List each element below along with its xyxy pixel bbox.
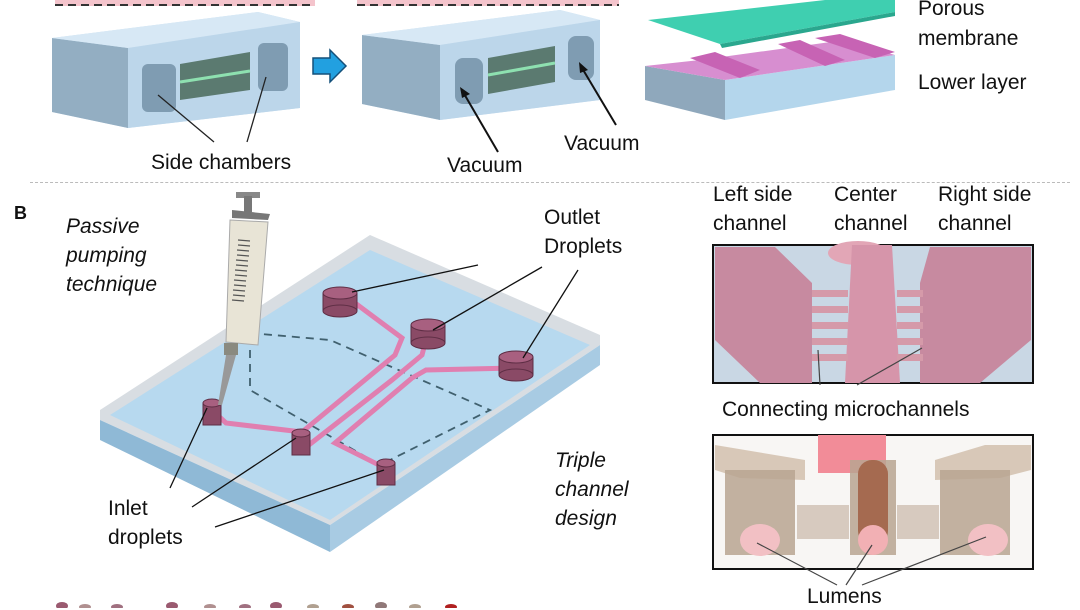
vacuum-label-left: Vacuum <box>447 154 523 177</box>
lumen-detail-box <box>712 434 1034 586</box>
outlet-label-line1: Outlet <box>544 206 601 229</box>
right-channel-line1: Right side <box>938 183 1032 206</box>
membrane-label-line1: Porous <box>918 0 985 20</box>
porous-membrane-layer <box>648 0 895 48</box>
center-channel-line1: Center <box>834 183 898 206</box>
right-channel-line2: channel <box>938 212 1012 235</box>
technique-line3: technique <box>66 273 158 296</box>
technique-line2: pumping <box>66 244 147 267</box>
arrow-icon <box>312 48 348 84</box>
design-line2: channel <box>555 478 629 501</box>
top-dashed-strip-right <box>357 0 619 6</box>
membrane-label-line2: membrane <box>918 27 1019 50</box>
inlet-label-line1: Inlet <box>108 497 148 520</box>
panel-b-letter: B <box>14 203 27 223</box>
triple-channel-chip <box>100 235 600 552</box>
lower-layer <box>645 34 895 120</box>
center-channel-line2: channel <box>834 212 908 235</box>
technique-line1: Passive <box>66 215 140 238</box>
lower-layer-label: Lower layer <box>918 71 1027 94</box>
design-line3: design <box>555 507 617 530</box>
top-dashed-strip-left <box>55 0 315 6</box>
vacuum-label-right: Vacuum <box>564 132 640 155</box>
pipette-icon <box>218 192 270 405</box>
channel-detail-box <box>712 241 1034 386</box>
connecting-microchannels-label: Connecting microchannels <box>722 398 970 421</box>
inlet-label-line2: droplets <box>108 526 183 549</box>
side-chambers-label: Side chambers <box>151 151 292 174</box>
design-line1: Triple <box>555 449 606 472</box>
panel-separator <box>30 182 1070 183</box>
bottom-wells-row <box>56 602 457 608</box>
left-channel-line2: channel <box>713 212 787 235</box>
outlet-label-line2: Droplets <box>544 235 623 258</box>
chip-block-vacuum <box>362 10 600 120</box>
left-channel-line1: Left side <box>713 183 793 206</box>
chip-block-initial <box>52 12 300 128</box>
lumens-label: Lumens <box>807 585 882 608</box>
